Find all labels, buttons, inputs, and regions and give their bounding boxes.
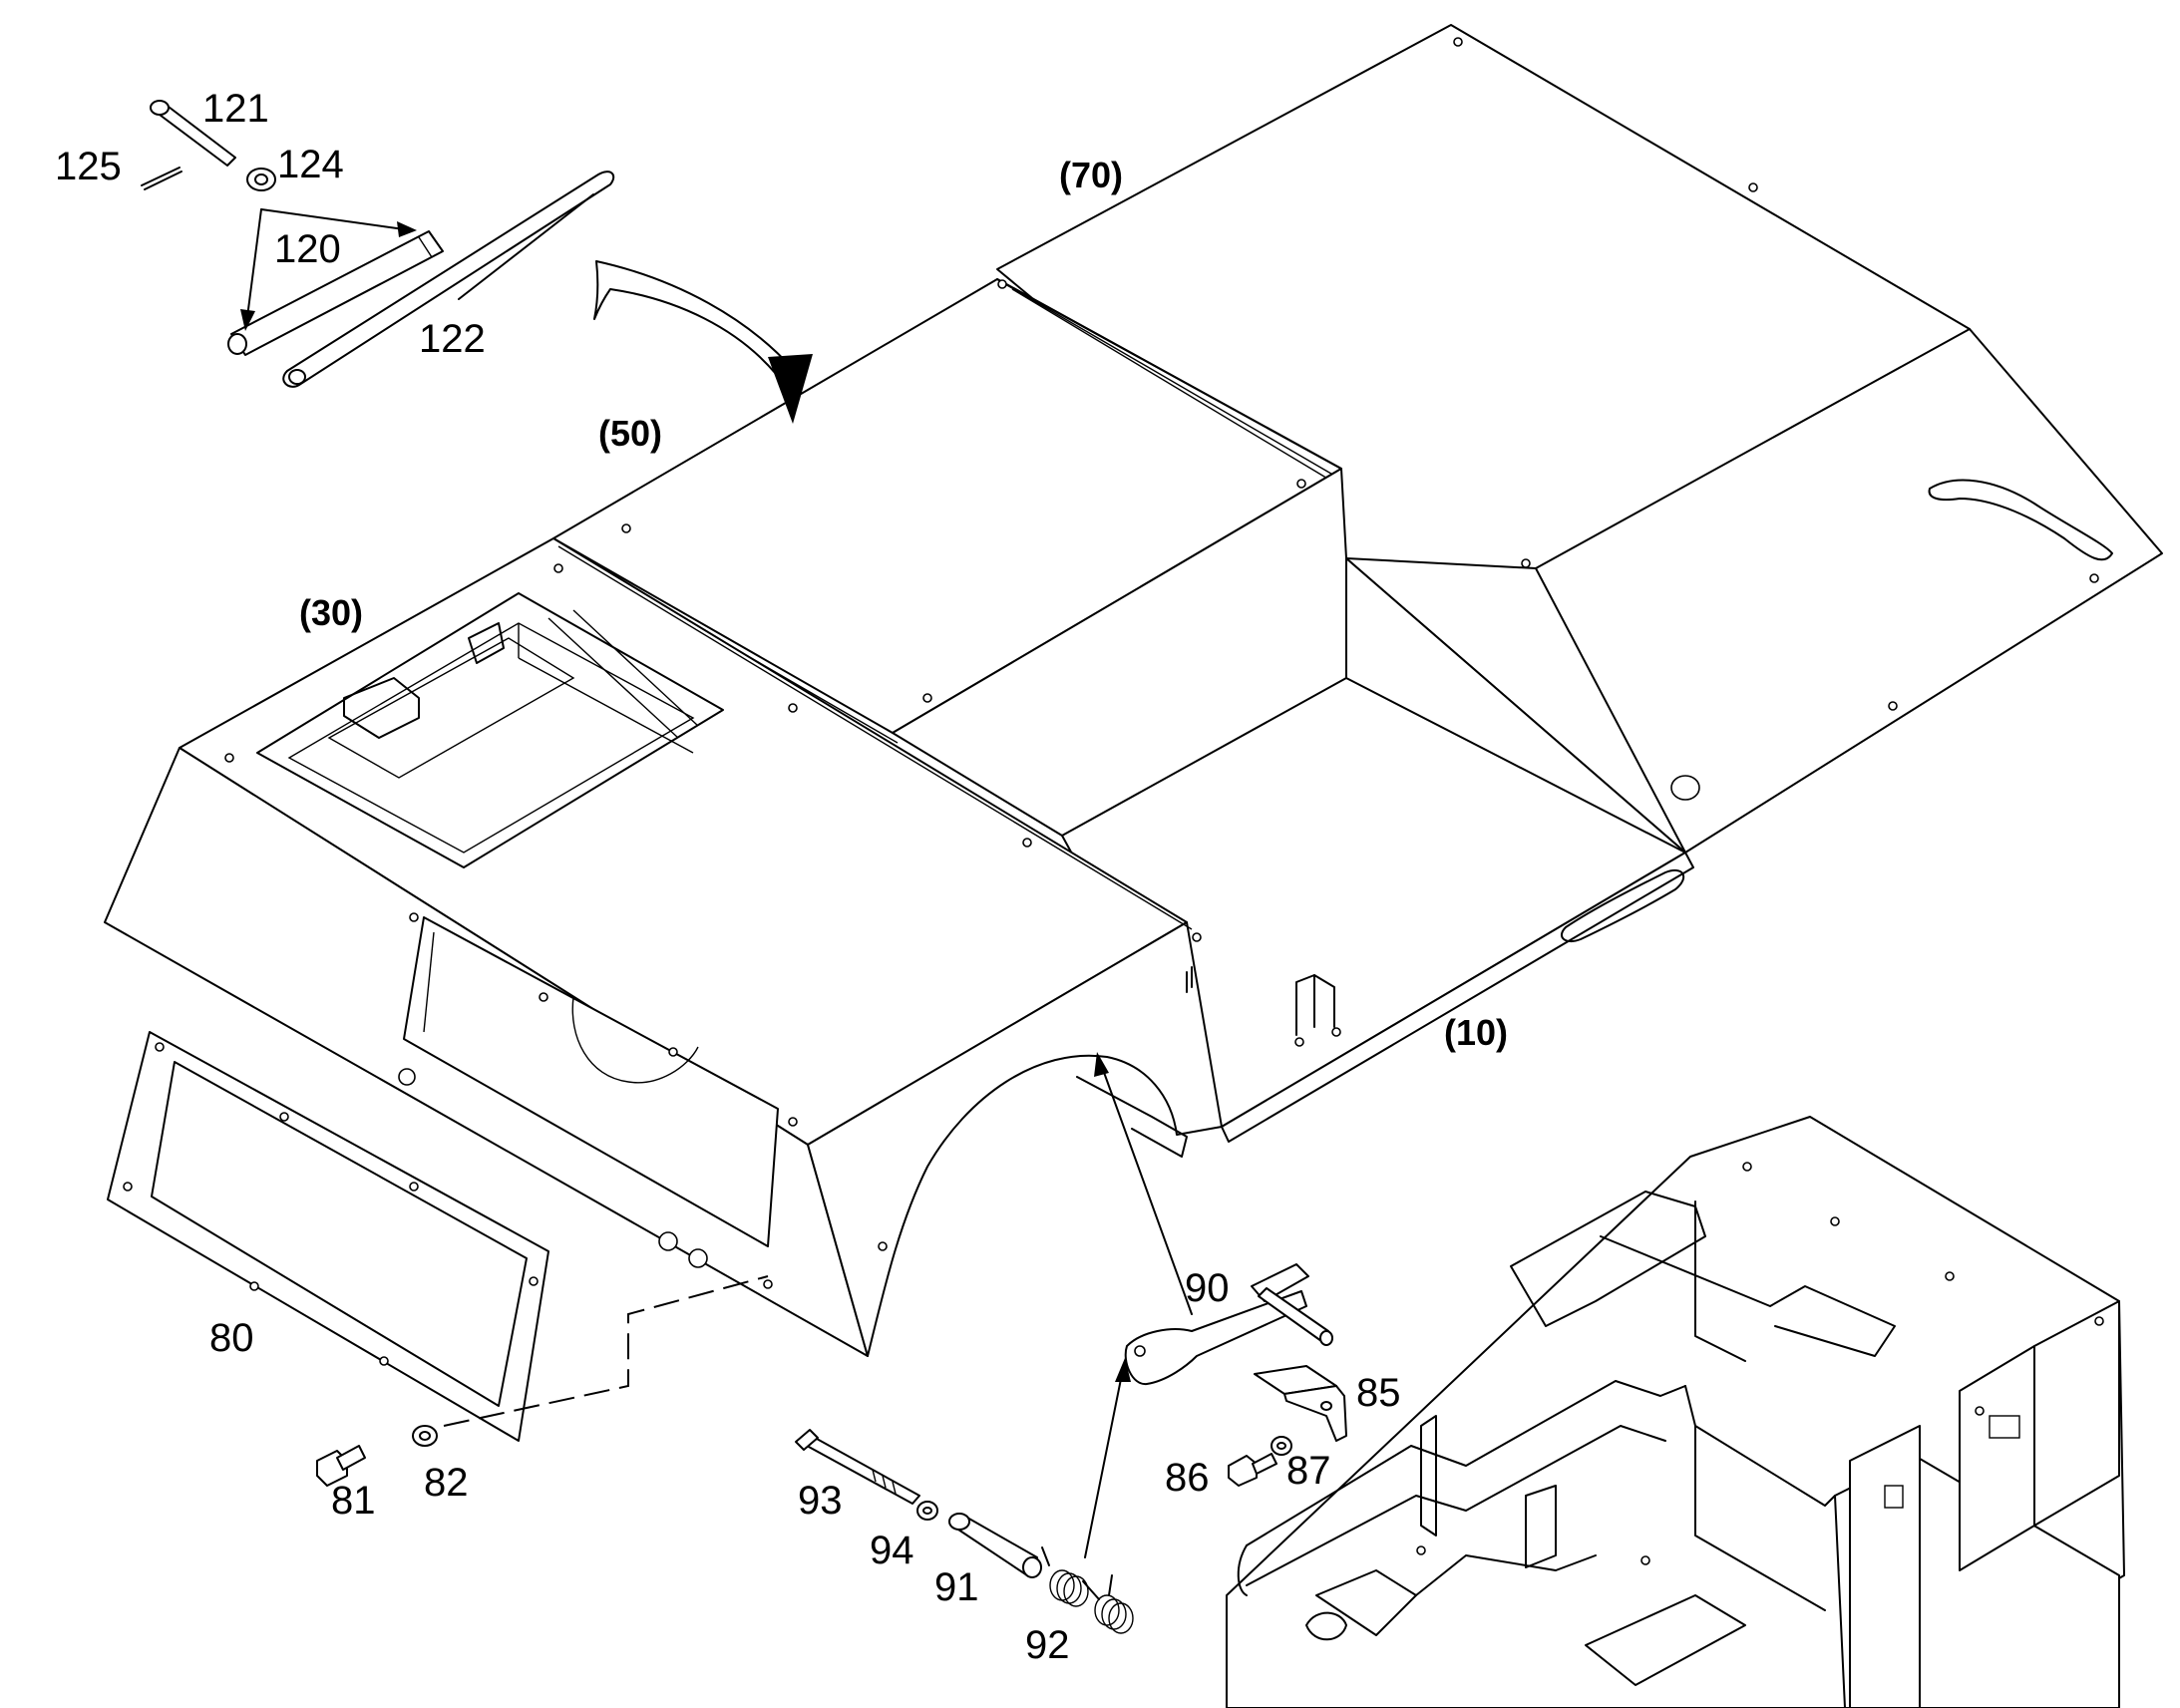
part-label-94: 94 (870, 1529, 914, 1572)
arrow-line-b (246, 208, 262, 318)
washer-82 (412, 1425, 438, 1447)
part-label-86: 86 (1165, 1456, 1210, 1500)
cotter-pin-125 (141, 167, 182, 190)
part-label-81: 81 (331, 1479, 376, 1523)
part-label-121: 121 (202, 87, 269, 131)
part-label-80: 80 (209, 1316, 254, 1360)
part-label-124: 124 (277, 143, 344, 186)
gasket-frame-80 (107, 1031, 549, 1442)
front-hood-30 (104, 537, 1223, 1357)
latch-lever-90 (1124, 1263, 1333, 1386)
bolt-86 (1228, 1453, 1277, 1487)
leader-81-82 (443, 1275, 769, 1427)
washer-87 (1271, 1436, 1292, 1456)
washer-124 (246, 168, 276, 191)
bolt-81 (316, 1445, 366, 1487)
arrow-line-a (260, 208, 405, 230)
part-label-85: 85 (1356, 1371, 1401, 1415)
arrow-line-d (1101, 1066, 1193, 1315)
part-label-92: 92 (1025, 1623, 1070, 1667)
part-label-90: 90 (1185, 1266, 1230, 1310)
bolt-93 (795, 1429, 920, 1505)
support-arm-122 (282, 171, 615, 388)
part-label-91: 91 (934, 1565, 979, 1609)
part-label-87: 87 (1286, 1449, 1331, 1493)
part-label-120: 120 (274, 227, 341, 271)
hinge-pin-121 (150, 100, 236, 167)
part-label-122: 122 (419, 317, 486, 361)
arrow-line-c (1084, 1373, 1123, 1558)
part-label-125: 125 (55, 145, 122, 188)
assembly-label-10: (10) (1444, 1012, 1508, 1053)
assembly-label-50: (50) (598, 413, 662, 454)
torsion-spring-92 (1041, 1546, 1134, 1634)
assembly-label-70: (70) (1059, 155, 1123, 195)
assembly-label-30: (30) (299, 592, 363, 633)
side-panel-10 (892, 468, 1694, 1143)
curved-arrow (593, 260, 813, 424)
chassis-frame (1226, 1116, 2125, 1708)
washer-94 (916, 1501, 938, 1521)
gas-strut-120 (227, 230, 444, 356)
sleeve-91 (948, 1513, 1042, 1578)
bracket-85 (1254, 1365, 1347, 1442)
part-label-82: 82 (424, 1461, 469, 1505)
part-label-93: 93 (798, 1479, 843, 1523)
